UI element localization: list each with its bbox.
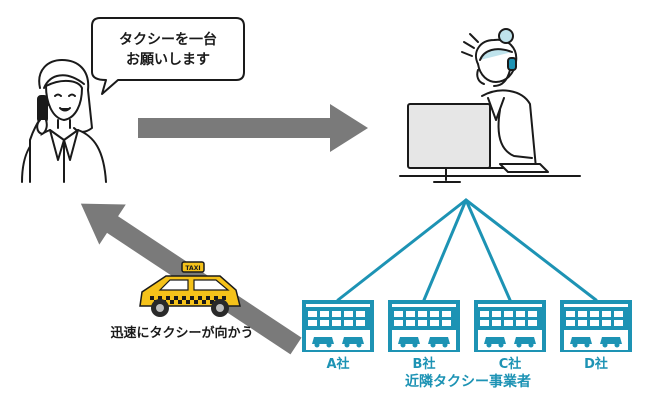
speech-bubble: タクシーを一台 お願いします [91, 17, 245, 95]
network-lines [336, 198, 598, 302]
company-b: B社 [388, 300, 460, 372]
company-building-icon [302, 300, 374, 352]
company-building-icon [474, 300, 546, 352]
company-d: D社 [560, 300, 632, 372]
company-building-icon [560, 300, 632, 352]
taxi-icon: TAXI [139, 261, 241, 317]
company-c: C社 [474, 300, 546, 372]
taxi-caption: 迅速にタクシーが向かう [110, 325, 253, 341]
company-label: C社 [499, 356, 522, 372]
speech-bubble-line-2: お願いします [126, 52, 210, 68]
operator-icon [399, 28, 581, 183]
customer-woman-icon [21, 59, 107, 183]
network-line-b [422, 198, 468, 302]
network-line-a [336, 198, 468, 302]
network-line-c [464, 198, 512, 302]
companies-caption: 近隣タクシー事業者 [405, 373, 531, 390]
speech-bubble-outline [91, 17, 245, 95]
request-arrow [138, 104, 368, 152]
company-label: B社 [413, 356, 436, 372]
company-building-icon [388, 300, 460, 352]
taxi-roof-sign-text: TAXI [185, 265, 200, 272]
speech-bubble-line-1: タクシーを一台 [119, 31, 217, 48]
taxi-roof-sign [181, 261, 205, 273]
company-label: A社 [326, 356, 349, 372]
network-line-d [464, 198, 598, 302]
company-a: A社 [302, 300, 374, 372]
company-label: D社 [584, 356, 608, 372]
